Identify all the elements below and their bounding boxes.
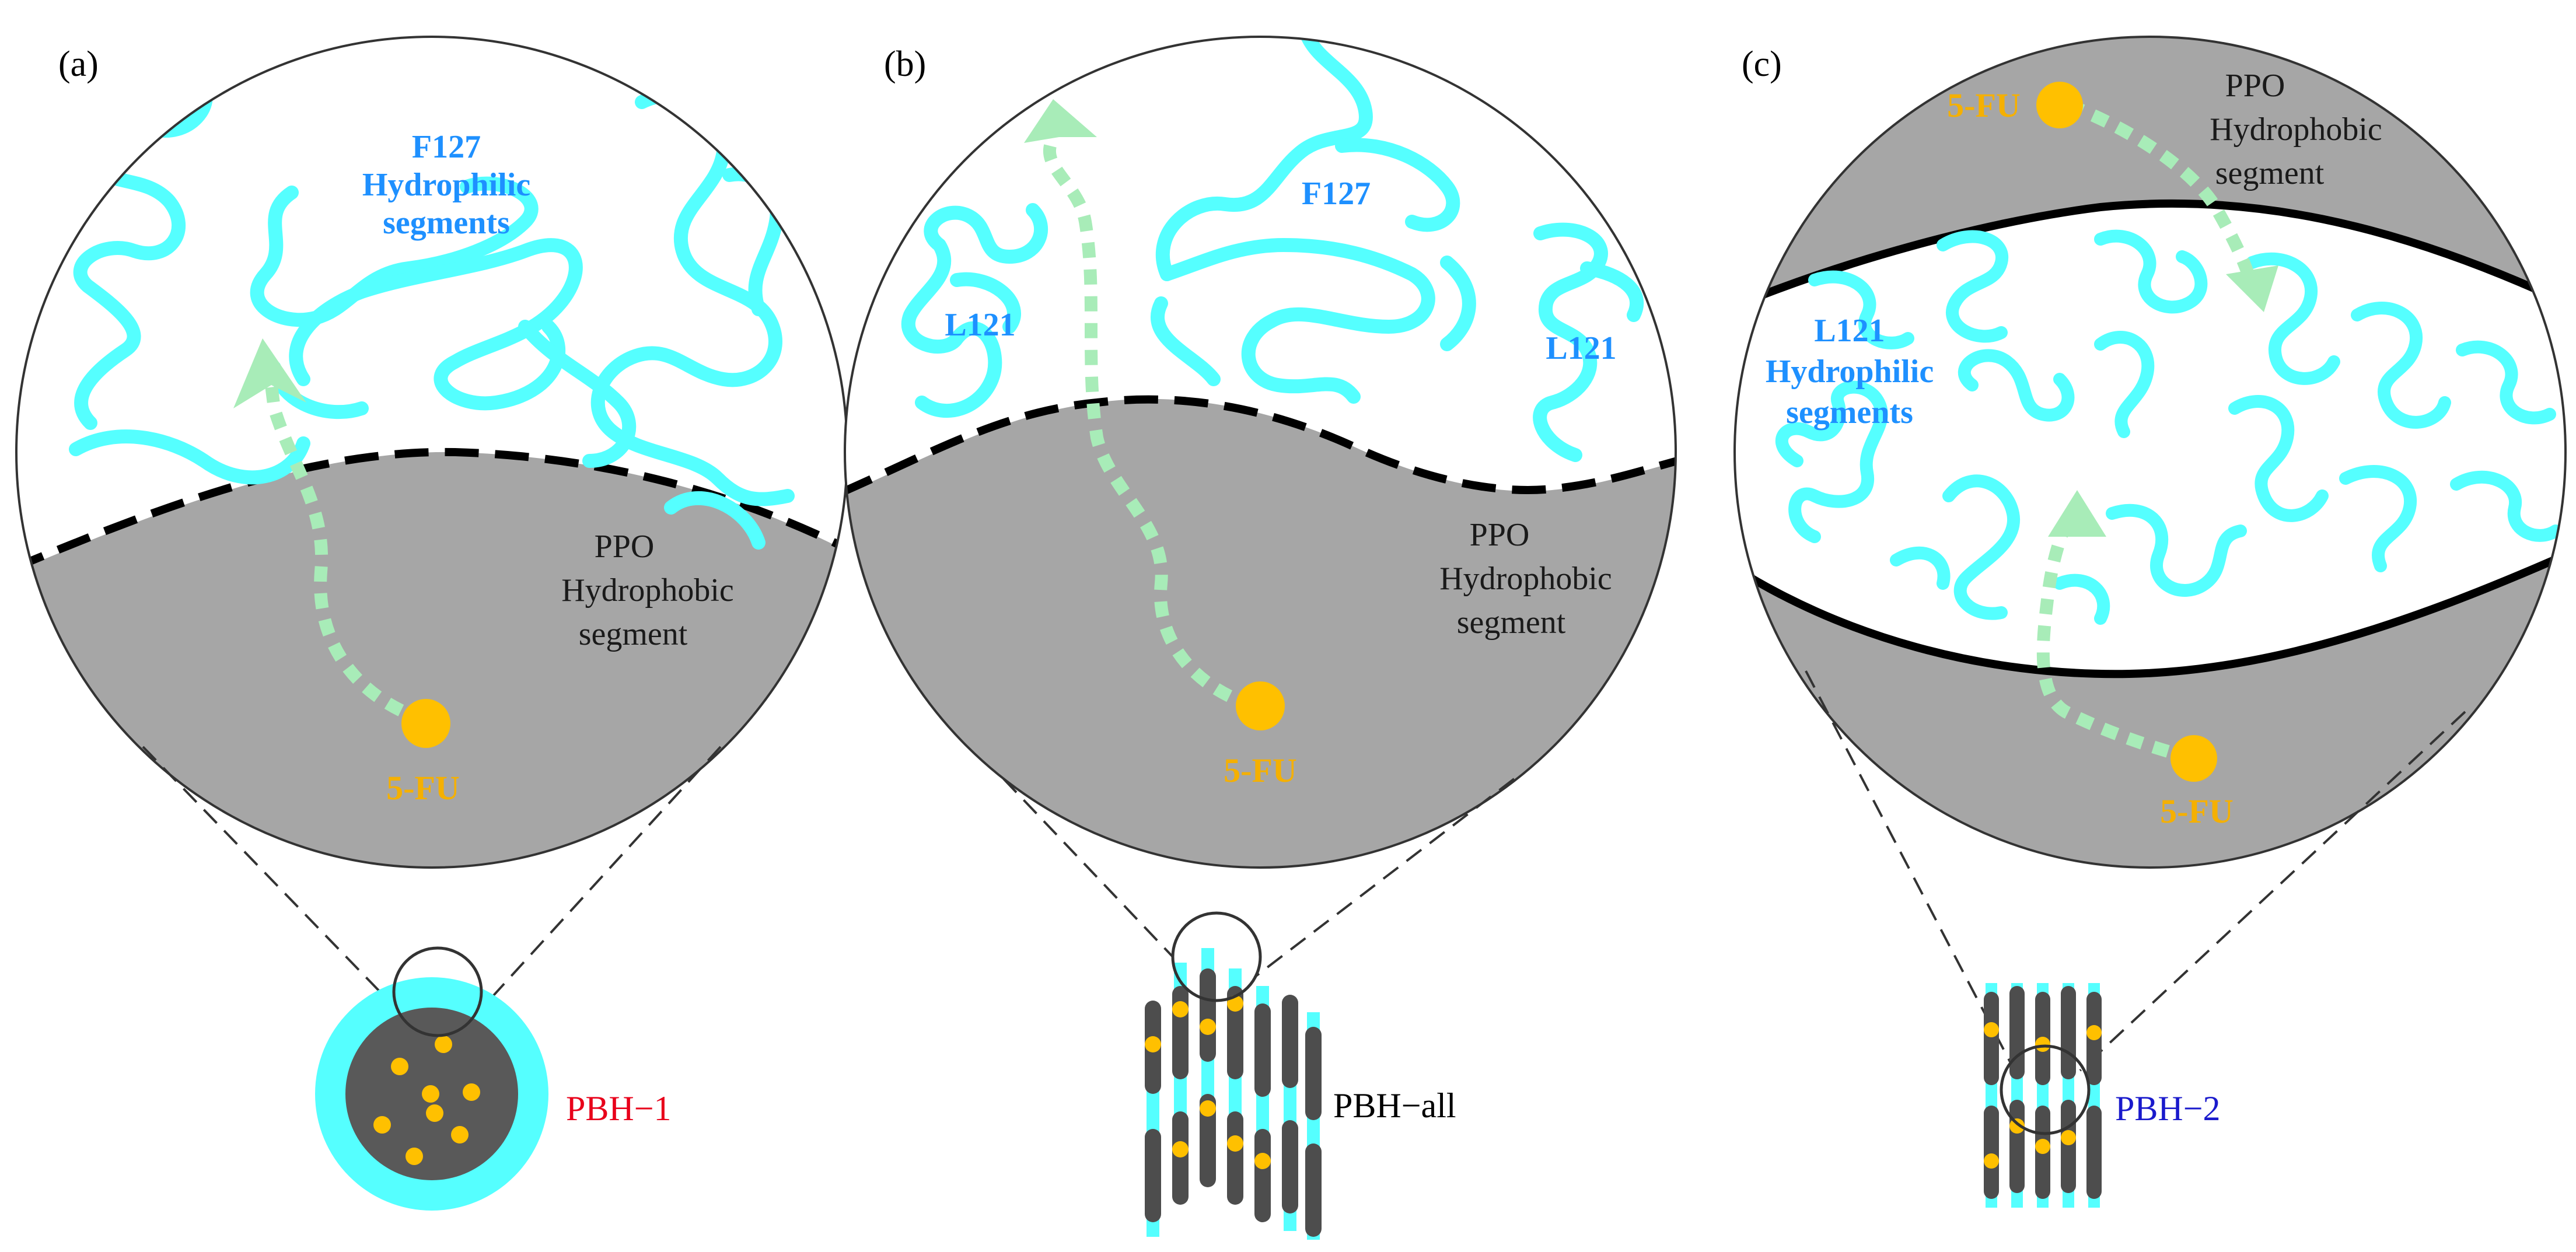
dotted-arrow-icon <box>2066 99 2259 288</box>
magnifier-circle-icon <box>392 946 483 1037</box>
yellow-dot-icon <box>406 1148 423 1165</box>
structure-label: PBH−2 <box>2115 1089 2221 1128</box>
zoom-line-right <box>2079 711 2466 1072</box>
interface-dashed-line <box>845 395 1676 497</box>
drug-label-2: 5-FU <box>2160 792 2234 830</box>
arrowhead <box>2048 490 2106 537</box>
yellow-dot-icon <box>2035 1037 2050 1052</box>
zoom-line-right <box>474 746 722 1016</box>
yellow-dot-icon <box>1236 681 1285 730</box>
zoom-circle-content: F127 L121 L121 PPO Hydrophobic segment 5… <box>845 37 1676 868</box>
ppo-label-line3: segment <box>579 616 688 652</box>
zoom-line-left <box>1002 778 1174 958</box>
yellow-dot-icon <box>426 1104 443 1122</box>
chain-label-line3: segments <box>1786 394 1913 431</box>
ppo-label-line1: PPO <box>1470 517 1530 553</box>
polymer-chain-icon <box>901 37 1644 462</box>
ppo-label-line3: segment <box>1457 604 1566 641</box>
yellow-dot-icon <box>422 1085 439 1103</box>
zoom-circle-content: F127 Hydrophilic segments PPO Hydrophobi… <box>16 37 847 868</box>
zoom-circle-outline <box>844 36 1677 869</box>
interface-dashed-line <box>16 447 847 573</box>
dotted-arrow-icon <box>2036 510 2196 765</box>
ppo-label-line2: Hydrophobic <box>2210 111 2382 148</box>
yellow-dot-icon <box>435 1036 452 1053</box>
spherical-micelle <box>315 946 548 1211</box>
arrowhead <box>2226 265 2278 312</box>
yellow-dot-icon <box>2009 1118 2025 1134</box>
chain-label-f127: F127 <box>1302 176 1371 212</box>
magnifier-circle-icon <box>2000 1044 2091 1135</box>
arrowhead <box>233 338 306 408</box>
zoom-line-left <box>1805 670 2011 1062</box>
zoom-circle-outline <box>1733 36 2567 869</box>
zoom-line-left <box>142 746 404 1016</box>
yellow-dot-icon <box>401 699 450 748</box>
panel-c: (c) <box>1733 36 2567 1208</box>
drug-label: 5-FU <box>1947 86 2021 124</box>
chain-label-l121-right: L121 <box>1546 330 1616 366</box>
yellow-dot-icon <box>1200 1019 1216 1035</box>
ppo-label-line1: PPO <box>595 529 655 565</box>
yellow-dot-icon <box>1984 1022 1999 1037</box>
structure-label: PBH−1 <box>566 1089 672 1128</box>
chain-label-line3: segments <box>383 205 510 241</box>
lamellar-stack <box>1145 911 1322 1240</box>
interface-line-top <box>1735 199 2565 313</box>
yellow-dot-icon <box>373 1116 391 1134</box>
ppo-label-line1: PPO <box>2225 68 2285 104</box>
zoom-circle-content: PPO Hydrophobic segment L121 Hydrophilic… <box>1735 37 2565 868</box>
dotted-arrow-icon <box>262 361 428 727</box>
panel-label: (c) <box>1742 44 1782 84</box>
yellow-dot-icon <box>2061 1130 2076 1145</box>
hydrophobic-region <box>16 452 847 868</box>
yellow-dot-icon <box>1172 1001 1189 1017</box>
dotted-arrow-icon <box>1043 144 1257 712</box>
chain-label-line2: Hydrophilic <box>1766 354 1934 390</box>
zoom-line-right <box>1253 778 1515 978</box>
drug-label: 5-FU <box>386 769 460 807</box>
panel-b: (b) F127 L121 L121 <box>844 36 1677 1240</box>
yellow-dot-icon <box>1172 1141 1189 1157</box>
chain-label-l121-left: L121 <box>945 307 1015 343</box>
polymer-chain-icon <box>1775 229 2562 625</box>
magnifier-circle-icon <box>1171 911 1262 1002</box>
yellow-dot-icon <box>2170 735 2217 782</box>
chain-label-line2: Hydrophilic <box>362 167 530 203</box>
structure-label: PBH−all <box>1333 1086 1456 1125</box>
yellow-dot-icon <box>2035 1139 2050 1154</box>
yellow-dot-icon <box>1200 1100 1216 1117</box>
yellow-dot-icon <box>1145 1036 1161 1052</box>
yellow-dot-icon <box>1227 1135 1243 1152</box>
panel-a: (a) F127 Hydrophilic segments <box>15 36 848 1211</box>
chain-label-line1: L121 <box>1814 313 1885 349</box>
yellow-dot-icon <box>391 1058 408 1075</box>
hydrophobic-region <box>845 398 1676 868</box>
yellow-dot-icon <box>1254 1153 1271 1169</box>
interface-line-bottom <box>1735 550 2565 679</box>
arrowhead <box>1024 99 1097 143</box>
yellow-dot-icon <box>463 1083 480 1101</box>
lamellar-stack <box>1984 983 2102 1208</box>
panel-label: (a) <box>58 44 99 84</box>
ppo-label-line2: Hydrophobic <box>561 572 734 608</box>
panel-label: (b) <box>884 44 926 84</box>
drug-label: 5-FU <box>1224 751 1297 789</box>
yellow-dot-icon <box>1984 1153 1999 1169</box>
ppo-label-line3: segment <box>2215 155 2325 191</box>
yellow-dot-icon <box>2086 1025 2102 1040</box>
yellow-dot-icon <box>2036 82 2083 128</box>
chain-label-line1: F127 <box>412 129 481 165</box>
ppo-label-line2: Hydrophobic <box>1439 561 1612 597</box>
yellow-dot-icon <box>451 1126 469 1143</box>
